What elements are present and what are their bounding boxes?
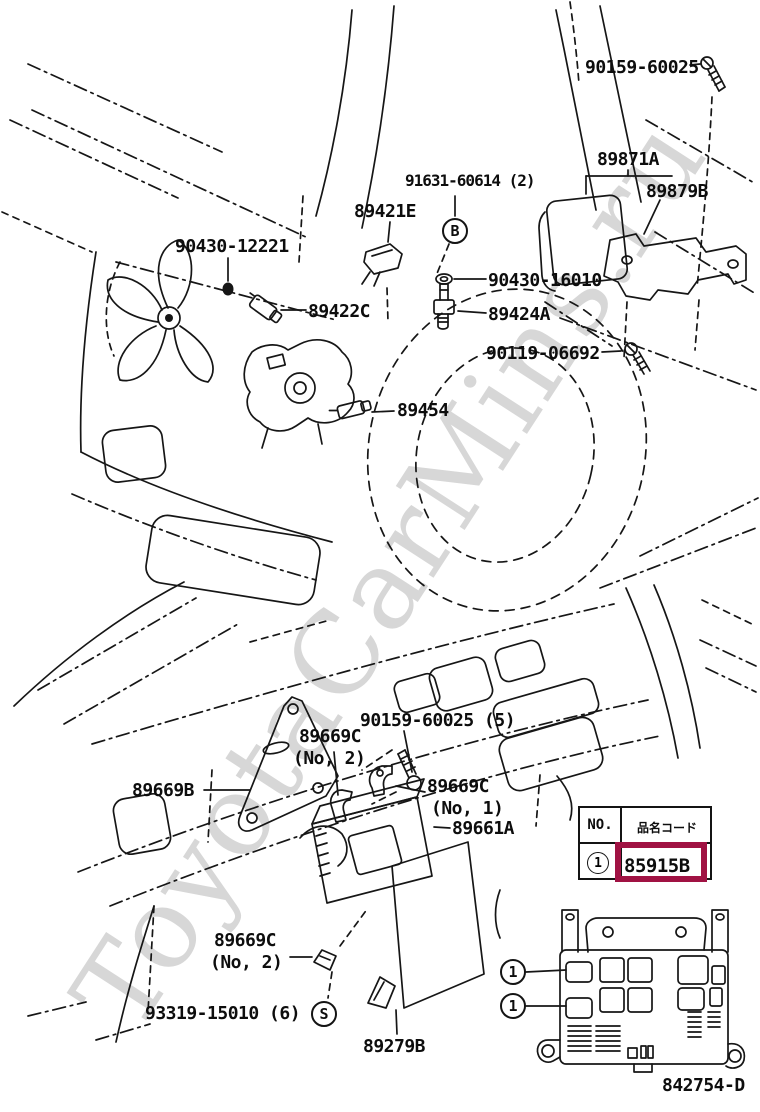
connector-icon	[361, 243, 403, 287]
clip-icon	[368, 765, 393, 797]
part-label-89661a[interactable]: 89661A	[452, 818, 515, 839]
ecu-cover	[367, 841, 485, 1009]
part-label-89669c-no2[interactable]: 89669C	[299, 726, 362, 747]
callout-ref-1-icon: 1	[500, 993, 526, 1019]
part-label-89279b[interactable]: 89279B	[363, 1036, 426, 1057]
sensor-icon	[248, 292, 283, 324]
grommet-icon	[222, 282, 234, 296]
sensor-icon	[328, 400, 372, 420]
part-label-89669b[interactable]: 89669B	[132, 780, 195, 801]
part-label-89669c-no2-sub: (No, 2)	[293, 748, 366, 769]
part-label-90430-16010[interactable]: 90430-16010	[488, 270, 602, 291]
part-label-89424a[interactable]: 89424A	[488, 304, 551, 325]
part-label-89669c-no1[interactable]: 89669C	[427, 776, 490, 797]
callout-screw-s-icon: S	[311, 1001, 337, 1027]
wheel-arch	[366, 288, 648, 612]
part-label-89879b[interactable]: 89879B	[646, 181, 709, 202]
part-label-93319-15010[interactable]: 93319-15010 (6)	[145, 1003, 301, 1024]
bottom-illustration	[13, 581, 757, 1043]
part-label-91631-60614[interactable]: 91631-60614 (2)	[405, 171, 535, 190]
dash-openings	[112, 639, 604, 856]
part-label-89454[interactable]: 89454	[397, 400, 449, 421]
part-label-89669c-no2b-sub: (No, 2)	[210, 952, 283, 973]
mounting-bracket	[603, 233, 747, 301]
ecu-detail-drawing	[494, 889, 746, 1073]
clip-icon	[329, 789, 353, 823]
selected-part-code[interactable]: 85915B	[624, 855, 690, 877]
front-bumper	[71, 251, 333, 606]
part-label-90430-12221[interactable]: 90430-12221	[175, 236, 289, 257]
ecu-module	[311, 778, 433, 904]
part-label-90119-06692[interactable]: 90119-06692	[486, 343, 600, 364]
parts-table-col-no: NO.	[587, 817, 613, 833]
part-label-89669c-no1-sub: (No, 1)	[431, 798, 504, 819]
top-illustration	[1, 1, 759, 612]
part-label-89871a[interactable]: 89871A	[597, 149, 660, 170]
callout-ref-1-icon: 1	[500, 959, 526, 985]
dash-bracket-plate	[237, 696, 339, 832]
nut-icon	[435, 273, 453, 285]
screw-icon	[700, 56, 726, 92]
part-label-89421e[interactable]: 89421E	[354, 201, 417, 222]
part-label-90159-60025-5[interactable]: 90159-60025 (5)	[360, 710, 516, 731]
parts-table-row-no: 1	[587, 852, 609, 874]
highlight-box	[615, 842, 707, 882]
callout-bolt-b-icon: B	[442, 218, 468, 244]
sender-icon	[433, 283, 455, 330]
part-label-89422c[interactable]: 89422C	[308, 301, 371, 322]
fan-icon	[105, 239, 214, 383]
screw-icon	[624, 342, 651, 375]
part-label-90159-60025[interactable]: 90159-60025	[585, 57, 699, 78]
diagram-code: 842754-D	[662, 1075, 745, 1096]
engine-assembly	[243, 339, 355, 449]
clip-icon	[313, 949, 337, 971]
parts-table-col-code: 品名コード	[636, 821, 697, 835]
part-label-89669c-no2b[interactable]: 89669C	[214, 930, 277, 951]
